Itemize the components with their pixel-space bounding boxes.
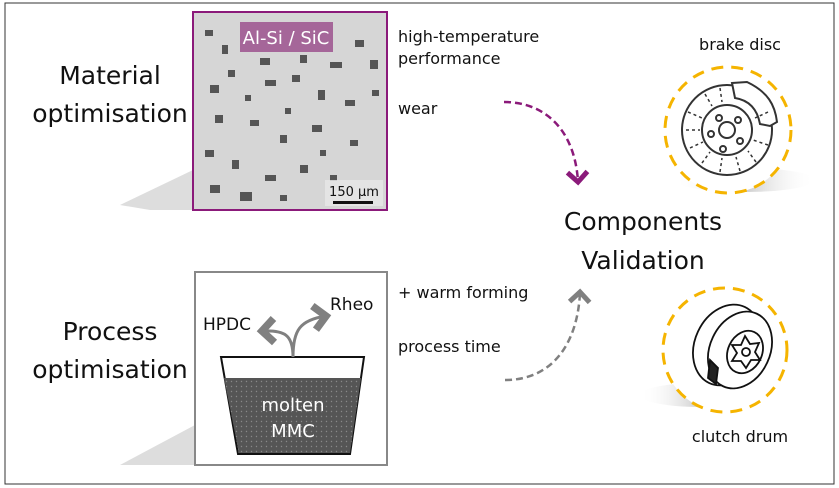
- micrograph-image: Al-Si / SiC 150 µm: [192, 11, 388, 211]
- route-rheo: Rheo: [330, 295, 373, 315]
- brake-disc-label: brake disc: [699, 35, 781, 54]
- clutch-drum-icon: [692, 303, 773, 390]
- property-process-time: process time: [398, 337, 501, 356]
- shadow: [120, 170, 193, 210]
- clutch-drum-label: clutch drum: [692, 427, 788, 446]
- property-warm-forming: + warm forming: [398, 283, 528, 302]
- scale-bar: [333, 201, 373, 204]
- process-title-2: optimisation: [32, 355, 187, 384]
- property-high-temperature: high-temperature: [398, 27, 539, 46]
- components-title-2: Validation: [581, 246, 704, 275]
- scale-bar-label: 150 µm: [329, 185, 379, 200]
- pot-label-2: MMC: [271, 421, 315, 442]
- arrow-rheo: [291, 302, 332, 358]
- arrow-material-to-validation: [503, 100, 590, 186]
- arrow-process-to-validation: [504, 288, 592, 382]
- casting-pot-diagram: molten MMC HPDC Rheo: [194, 271, 388, 466]
- pot-label-1: molten: [261, 395, 324, 416]
- shadow: [120, 425, 195, 465]
- micrograph-label: Al-Si / SiC: [243, 28, 330, 49]
- process-title-1: Process: [63, 317, 158, 346]
- property-performance: performance: [398, 49, 500, 68]
- property-wear: wear: [398, 99, 438, 118]
- material-title-1: Material: [59, 61, 161, 90]
- brake-disc-icon: [681, 80, 779, 176]
- material-title-2: optimisation: [32, 99, 187, 128]
- route-hpdc: HPDC: [203, 315, 251, 335]
- components-title-1: Components: [564, 207, 722, 236]
